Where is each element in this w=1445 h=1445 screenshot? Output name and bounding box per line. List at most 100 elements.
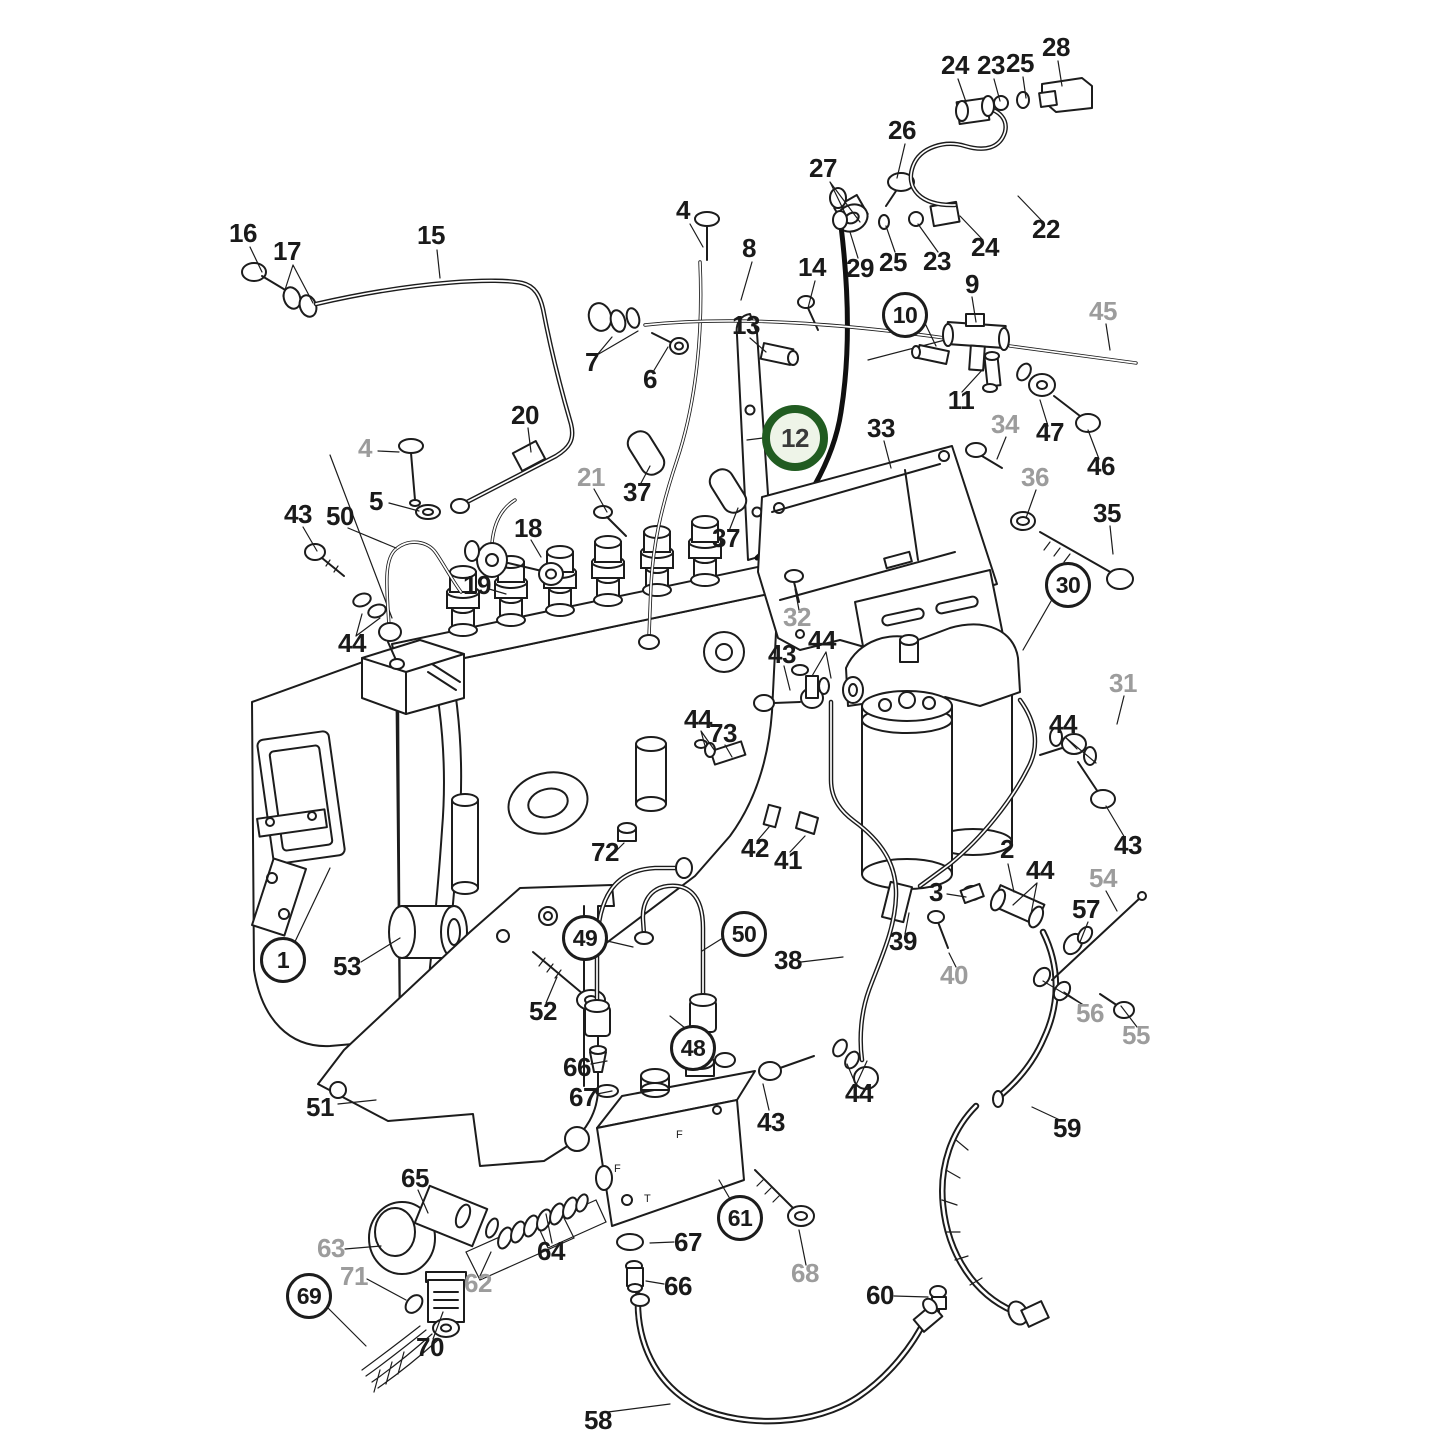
part-label-59: 59 — [1053, 1113, 1081, 1143]
part-label-32: 32 — [783, 602, 811, 632]
part-label-4: 4 — [676, 195, 690, 225]
part-label-60: 60 — [866, 1280, 894, 1310]
part-label-73: 73 — [709, 718, 737, 748]
part-label-53: 53 — [333, 951, 361, 981]
part-callout-50[interactable]: 50 — [721, 911, 767, 957]
part-label-15: 15 — [417, 220, 445, 250]
part-label-46: 46 — [1087, 451, 1115, 481]
part-label-50: 50 — [326, 501, 354, 531]
block-mark-t: T — [644, 1193, 651, 1205]
part-label-35: 35 — [1093, 498, 1121, 528]
hoses-bottom-right — [929, 891, 1147, 1328]
fuel-pipes-right — [617, 664, 1116, 1090]
part-callout-49[interactable]: 49 — [562, 915, 608, 961]
left-fittings-group — [304, 430, 748, 670]
part-label-63: 63 — [317, 1233, 345, 1263]
part-label-39: 39 — [889, 926, 917, 956]
part-label-9: 9 — [965, 269, 979, 299]
part-label-6: 6 — [643, 364, 657, 394]
part-label-41: 41 — [774, 845, 802, 875]
part-label-70: 70 — [416, 1332, 444, 1362]
part-label-58: 58 — [584, 1405, 612, 1435]
shutoff-solenoid-group — [361, 1184, 607, 1393]
part-label-66: 66 — [563, 1052, 591, 1082]
part-label-43: 43 — [1114, 830, 1142, 860]
part-label-27: 27 — [809, 153, 837, 183]
part-label-65: 65 — [401, 1163, 429, 1193]
part-label-72: 72 — [591, 837, 619, 867]
part-label-20: 20 — [511, 400, 539, 430]
part-label-14: 14 — [798, 252, 826, 282]
part-label-57: 57 — [1072, 894, 1100, 924]
part-label-23: 23 — [977, 50, 1005, 80]
part-label-44: 44 — [1049, 709, 1077, 739]
part-label-4: 4 — [358, 433, 372, 463]
part-label-71: 71 — [340, 1261, 368, 1291]
part-label-28: 28 — [1042, 32, 1070, 62]
part-callout-48[interactable]: 48 — [670, 1025, 716, 1071]
part-label-26: 26 — [888, 115, 916, 145]
part-label-18: 18 — [514, 513, 542, 543]
block-mark-f2: F — [676, 1129, 683, 1141]
part-callout-30[interactable]: 30 — [1045, 562, 1091, 608]
part-label-23: 23 — [923, 246, 951, 276]
part-label-33: 33 — [867, 413, 895, 443]
part-label-62: 62 — [464, 1268, 492, 1298]
part-label-31: 31 — [1109, 668, 1137, 698]
part-label-44: 44 — [845, 1078, 873, 1108]
overflow-pipe-22-fittings — [829, 77, 1093, 233]
part-label-64: 64 — [537, 1236, 565, 1266]
part-label-67: 67 — [674, 1227, 702, 1257]
part-label-56: 56 — [1076, 998, 1104, 1028]
part-label-13: 13 — [732, 310, 760, 340]
part-label-55: 55 — [1122, 1020, 1150, 1050]
part-label-25: 25 — [879, 247, 907, 277]
part-label-42: 42 — [741, 833, 769, 863]
part-label-3: 3 — [929, 877, 943, 907]
part-label-38: 38 — [774, 945, 802, 975]
part-label-37: 37 — [712, 523, 740, 553]
valve-block-61-group — [584, 857, 944, 1425]
part-label-44: 44 — [338, 628, 366, 658]
part-label-12-highlighted[interactable]: 12 — [762, 405, 828, 471]
part-label-29: 29 — [846, 253, 874, 283]
part-label-67: 67 — [569, 1082, 597, 1112]
part-label-44: 44 — [684, 704, 712, 734]
part-callout-69[interactable]: 69 — [286, 1273, 332, 1319]
part-callout-10[interactable]: 10 — [882, 292, 928, 338]
part-label-40: 40 — [940, 960, 968, 990]
part-label-44: 44 — [1026, 855, 1054, 885]
part-label-21: 21 — [577, 462, 605, 492]
part-label-8: 8 — [742, 233, 756, 263]
part-label-36: 36 — [1021, 462, 1049, 492]
part-label-43: 43 — [284, 499, 312, 529]
part-label-43: 43 — [768, 639, 796, 669]
part-label-2: 2 — [1000, 834, 1014, 864]
part-label-44: 44 — [808, 625, 836, 655]
part-label-45: 45 — [1089, 296, 1117, 326]
part-label-7: 7 — [585, 347, 599, 377]
fuel-filter-assembly — [842, 569, 1021, 890]
part-label-22: 22 — [1032, 214, 1060, 244]
block-mark-f: F — [614, 1163, 621, 1175]
part-label-54: 54 — [1089, 863, 1117, 893]
part-label-47: 47 — [1036, 417, 1064, 447]
part-label-37: 37 — [623, 477, 651, 507]
part-label-51: 51 — [306, 1092, 334, 1122]
part-callout-61[interactable]: 61 — [717, 1195, 763, 1241]
part-label-5: 5 — [369, 486, 383, 516]
part-label-34: 34 — [991, 409, 1019, 439]
part-label-11: 11 — [947, 385, 975, 415]
part-callout-1[interactable]: 1 — [260, 937, 306, 983]
part-label-68: 68 — [791, 1258, 819, 1288]
part-label-24: 24 — [941, 50, 969, 80]
part-label-66: 66 — [664, 1271, 692, 1301]
part-label-52: 52 — [529, 996, 557, 1026]
part-label-25: 25 — [1006, 48, 1034, 78]
part-label-24: 24 — [971, 232, 999, 262]
part-label-43: 43 — [757, 1107, 785, 1137]
part-label-17: 17 — [273, 236, 301, 266]
part-label-16: 16 — [229, 218, 257, 248]
